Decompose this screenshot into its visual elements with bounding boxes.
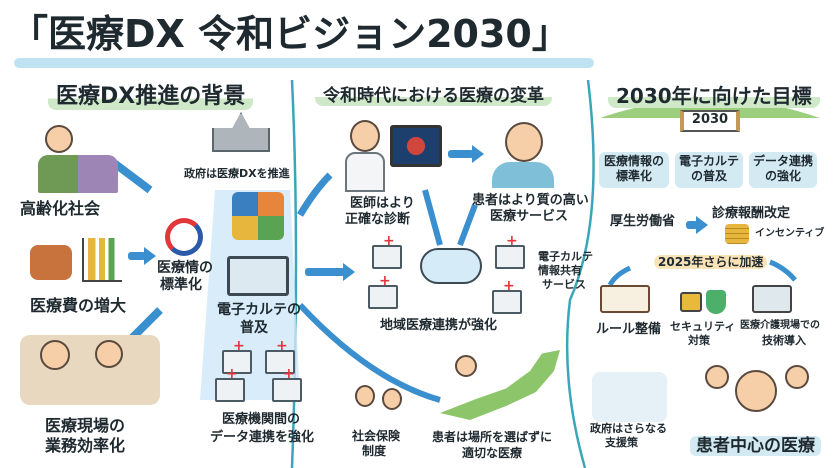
tired-staff-illustration [20,335,160,405]
care-team-head [785,365,809,389]
label-regional: 地域医療連携が強化 [380,318,498,333]
heading-reform: 令和時代における医療の変革 [315,86,552,107]
heading-background: 医療DX推進の背景 [48,84,254,111]
doctor-head [40,340,70,370]
label-accelerate: 2025年さらに加速 [654,255,768,270]
support-hospital-illustration [592,372,667,422]
elderly-body [38,155,118,193]
label-link-1: 医療機関間の [222,412,301,427]
label-efficiency-1: 医療現場の [45,416,126,435]
heart-monitor-icon [390,125,442,167]
happy-patient-illustration [505,122,543,162]
label-anywhere-2: 適切な医療 [462,446,523,460]
label-tech-2: 技術導入 [762,334,806,347]
label-tech-1: 医療介護現場での [740,320,820,331]
label-ehr-1: 電子カルテの [217,302,301,318]
label-doctor-2: 正確な診断 [345,212,411,227]
goal-box-line: の強化 [764,169,801,183]
label-standard-2: 標準化 [160,277,202,293]
hospital-icon [215,366,245,402]
goal-box-line: 医療情報の [603,154,664,168]
mhlw-logo-icon [165,218,203,256]
label-patient-1: 患者はより質の高い [472,193,589,208]
monitor-icon [227,256,289,296]
label-mhlw: 厚生労働省 [610,214,676,229]
coins-icon [725,224,749,244]
insurance-people-illustration [355,385,375,407]
label-security-1: セキュリティ [670,320,736,333]
label-share-1: 電子カルテ [538,250,593,263]
label-insurance-1: 社会保険 [352,429,401,443]
goal-box-line: データ連携 [752,154,813,168]
label-share-2: 情報共有 [538,264,582,277]
hospital-icon [272,366,302,402]
title-underline [14,58,594,68]
goal-box-standardization: 医療情報の標準化 [599,152,669,188]
label-doctor-1: 医師はより [350,196,415,211]
label-share-3: サービス [542,278,586,291]
patient-body [492,162,554,188]
elderly-couple-illustration [45,125,73,153]
label-support-2: 支援策 [605,436,638,449]
page-title: 「医療DX 令和ビジョン2030」 [10,12,570,56]
remote-patient-head [455,355,477,377]
puzzle-icon [232,192,284,240]
label-anywhere-1: 患者は場所を選ばずに [432,430,553,444]
hospital-icon [492,278,522,314]
label-government: 政府は医療DXを推進 [184,167,290,180]
devices-icon [752,285,792,313]
heading-goals: 2030年に向けた目標 [608,84,820,108]
insurance-person-2 [382,388,402,410]
label-security-2: 対策 [688,334,710,347]
hospital-icon [372,233,402,269]
label-insurance-2: 制度 [362,444,387,458]
doctor-coat [345,152,385,192]
label-patient-2: 医療サービス [490,209,569,224]
label-patient-centered: 患者中心の医療 [690,436,821,457]
nurse-head [95,340,123,368]
label-standard-1: 医療情の [157,260,213,276]
goal-box-line: 標準化 [615,169,652,183]
label-costs: 医療費の増大 [30,296,127,315]
goal-sign: 2030 [680,110,740,132]
patient-centered-illustration [735,370,777,412]
care-team-head [705,365,729,389]
lock-icon [680,292,702,312]
goal-box-ehr: 電子カルテの普及 [675,152,743,188]
label-ehr-2: 普及 [240,320,268,336]
label-aging: 高齢化社会 [20,199,101,218]
label-rules: ルール整備 [596,322,662,337]
doctor-illustration [350,120,380,152]
cloud-icon [420,248,482,284]
label-link-2: データ連携を強化 [210,430,315,445]
goal-box-line: 電子カルテ [678,154,739,168]
label-revision: 診療報酬改定 [712,206,791,221]
label-support-1: 政府はさらなる [590,422,667,435]
rising-chart-icon [82,238,122,282]
book-icon [600,285,650,313]
hospital-icon [368,273,398,309]
label-incentive: インセンティブ [755,228,825,239]
goal-box-line: の普及 [690,169,727,183]
shield-icon [706,290,726,314]
hospital-icon [495,233,525,269]
label-efficiency-2: 業務効率化 [45,436,126,455]
goal-box-data-link: データ連携の強化 [749,152,817,188]
wallet-icon [30,245,72,280]
